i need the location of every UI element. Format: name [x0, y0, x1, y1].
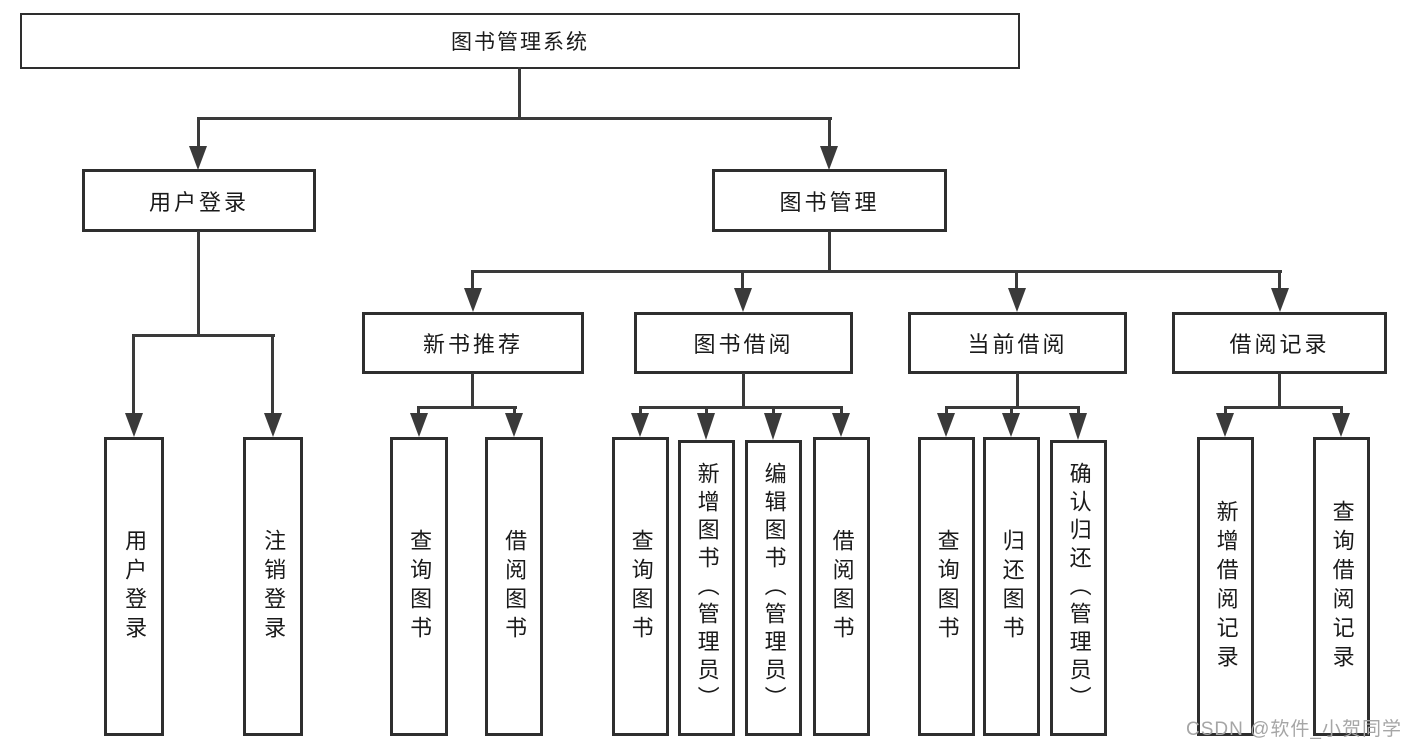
leaf-label: 归还图书 [999, 528, 1025, 645]
connector-line [513, 406, 516, 415]
connector-line [1077, 406, 1080, 415]
connector-user-rail [132, 334, 275, 337]
arrowhead [505, 413, 523, 437]
arrowhead [820, 146, 838, 170]
connector-line [197, 117, 200, 149]
leaf-return-books: 归还图书 [983, 437, 1040, 736]
connector-recommend-rail [417, 406, 517, 409]
connector-mgmt-rail [471, 270, 1282, 273]
leaf-label: 借阅图书 [502, 528, 528, 645]
arrowhead [1216, 413, 1234, 437]
connector-root-rail [197, 117, 832, 120]
connector-line [471, 270, 474, 292]
connector-line [132, 334, 135, 415]
node-label: 当前借阅 [967, 332, 1068, 357]
leaf-borrow-books: 借阅图书 [813, 437, 870, 736]
arrowhead [832, 413, 850, 437]
leaf-add-books-admin: 新增图书（管理员） [678, 440, 735, 736]
node-user-login: 用户登录 [82, 169, 316, 232]
node-label: 借阅记录 [1229, 332, 1330, 357]
node-book-management: 图书管理 [712, 169, 947, 232]
leaf-query-borrow-record: 查询借阅记录 [1313, 437, 1370, 736]
arrowhead [1271, 288, 1289, 312]
node-root-label: 图书管理系统 [451, 31, 589, 54]
arrowhead [264, 413, 282, 437]
csdn-watermark: CSDN @软件_小贺同学 [1186, 719, 1402, 740]
node-root: 图书管理系统 [20, 13, 1020, 69]
connector-user-stem [197, 231, 200, 337]
connector-line [639, 406, 642, 415]
leaf-label: 查询借阅记录 [1329, 499, 1355, 674]
leaf-logout: 注销登录 [243, 437, 303, 736]
arrowhead [1002, 413, 1020, 437]
arrowhead [764, 413, 782, 440]
leaf-label: 用户登录 [122, 528, 148, 645]
leaf-label: 查询图书 [407, 528, 433, 645]
arrowhead [464, 288, 482, 312]
arrowhead [937, 413, 955, 437]
connector-line [840, 406, 843, 415]
connector-line [417, 406, 420, 415]
node-label: 新书推荐 [422, 332, 523, 357]
arrowhead [1069, 413, 1087, 440]
leaf-query-books-borrow: 查询图书 [612, 437, 669, 736]
node-label: 图书借阅 [693, 332, 794, 357]
connector-borrow-rail [639, 406, 843, 409]
connector-records-stem [1278, 373, 1281, 409]
leaf-label: 确认归还（管理员） [1066, 462, 1092, 714]
node-borrowing-records: 借阅记录 [1172, 312, 1387, 374]
connector-borrow-stem [742, 373, 745, 409]
connector-records-rail [1224, 406, 1342, 409]
leaf-label: 查询图书 [934, 528, 960, 645]
arrowhead [631, 413, 649, 437]
leaf-query-books-current: 查询图书 [918, 437, 975, 736]
connector-line [828, 117, 831, 149]
arrowhead [410, 413, 428, 437]
connector-line [772, 406, 775, 415]
connector-current-stem [1016, 373, 1019, 409]
arrowhead [125, 413, 143, 437]
connector-mgmt-stem [828, 231, 831, 273]
arrowhead [189, 146, 207, 170]
leaf-label: 新增图书（管理员） [694, 462, 720, 714]
connector-line [271, 334, 274, 415]
node-new-book-recommend: 新书推荐 [362, 312, 584, 374]
leaf-query-books-recommend: 查询图书 [390, 437, 448, 736]
leaf-label: 借阅图书 [829, 528, 855, 645]
connector-line [945, 406, 948, 415]
arrowhead [1008, 288, 1026, 312]
connector-line [1224, 406, 1227, 415]
connector-line [1015, 270, 1018, 292]
leaf-label: 编辑图书（管理员） [761, 462, 787, 714]
connector-recommend-stem [471, 373, 474, 409]
connector-line [1010, 406, 1013, 415]
node-label: 图书管理 [779, 189, 880, 215]
connector-line [1278, 270, 1281, 292]
arrowhead [697, 413, 715, 440]
connector-line [1340, 406, 1343, 415]
node-current-borrowing: 当前借阅 [908, 312, 1127, 374]
connector-line [705, 406, 708, 415]
arrowhead [1332, 413, 1350, 437]
leaf-label: 查询图书 [628, 528, 654, 645]
leaf-user-login: 用户登录 [104, 437, 164, 736]
node-label: 用户登录 [148, 189, 249, 215]
leaf-label: 新增借阅记录 [1213, 499, 1239, 674]
node-book-borrowing: 图书借阅 [634, 312, 853, 374]
connector-line [741, 270, 744, 292]
arrowhead [734, 288, 752, 312]
leaf-add-borrow-record: 新增借阅记录 [1197, 437, 1254, 736]
leaf-label: 注销登录 [261, 528, 287, 645]
leaf-borrow-books-recommend: 借阅图书 [485, 437, 543, 736]
connector-root-stem [518, 67, 521, 119]
leaf-edit-books-admin: 编辑图书（管理员） [745, 440, 802, 736]
leaf-confirm-return-admin: 确认归还（管理员） [1050, 440, 1107, 736]
